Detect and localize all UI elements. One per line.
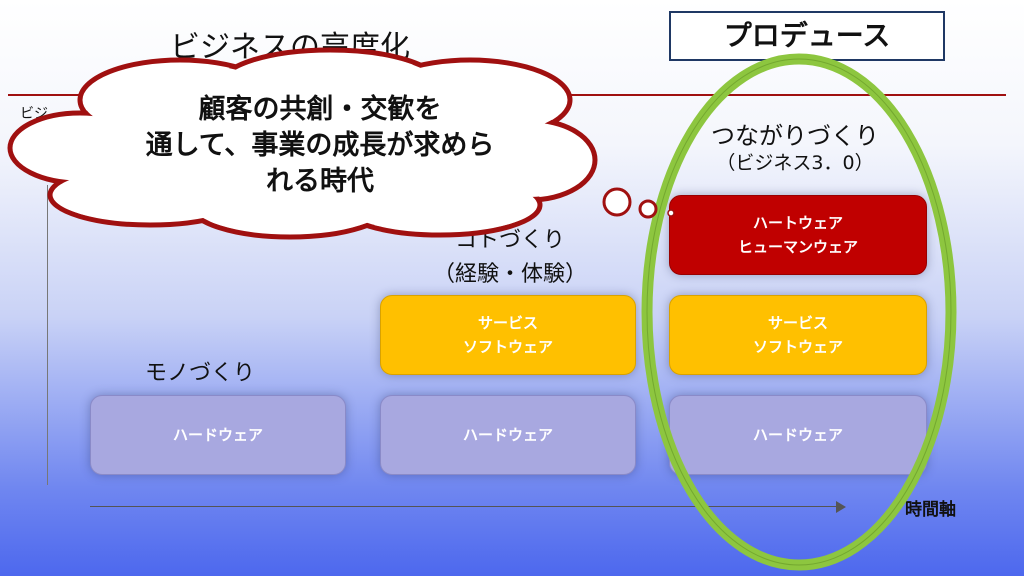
- heartware-box: ハートウェアヒューマンウェア: [669, 195, 927, 275]
- stage-koto-sub: （経験・体験）: [432, 262, 587, 287]
- time-axis-line: [90, 506, 840, 507]
- arrow-head-icon: [836, 501, 846, 513]
- cloud-line: れる時代: [266, 166, 374, 197]
- stage-tsunagari-label: つながりづくり: [711, 122, 879, 150]
- service-box-2: サービスソフトウェア: [669, 295, 927, 375]
- thought-bubble-dot: [602, 187, 632, 217]
- hardware-box-1: ハードウェア: [90, 395, 346, 475]
- box-label: ハートウェア: [752, 214, 843, 232]
- box-label: ソフトウェア: [462, 338, 553, 356]
- box-label: ハードウェア: [462, 426, 553, 444]
- cloud-line: 通して、事業の成長が求めら: [145, 130, 495, 161]
- produce-label-box: プロデュース: [669, 11, 945, 61]
- thought-cloud: [7, 47, 675, 240]
- hardware-box-2: ハードウェア: [380, 395, 636, 475]
- box-label: サービス: [477, 314, 538, 332]
- time-axis-label: 時間軸: [905, 500, 956, 520]
- cloud-text: 顧客の共創・交歓を 通して、事業の成長が求めら れる時代: [60, 92, 580, 200]
- highlight-ellipse: [641, 53, 957, 571]
- box-label: ソフトウェア: [752, 338, 843, 356]
- box-label: サービス: [767, 314, 828, 332]
- stage-tsunagari-sub: （ビジネス3．0）: [716, 152, 874, 174]
- box-label: ハードウェア: [172, 426, 263, 444]
- box-label: ハードウェア: [752, 426, 843, 444]
- cloud-line: 顧客の共創・交歓を: [198, 94, 442, 125]
- thought-bubble-dot: [638, 199, 658, 219]
- box-label: ヒューマンウェア: [737, 238, 858, 256]
- vertical-axis: [47, 185, 48, 485]
- service-box-1: サービスソフトウェア: [380, 295, 636, 375]
- thought-bubble-dot: [667, 209, 675, 217]
- stage-mono-label: モノづくり: [144, 361, 255, 386]
